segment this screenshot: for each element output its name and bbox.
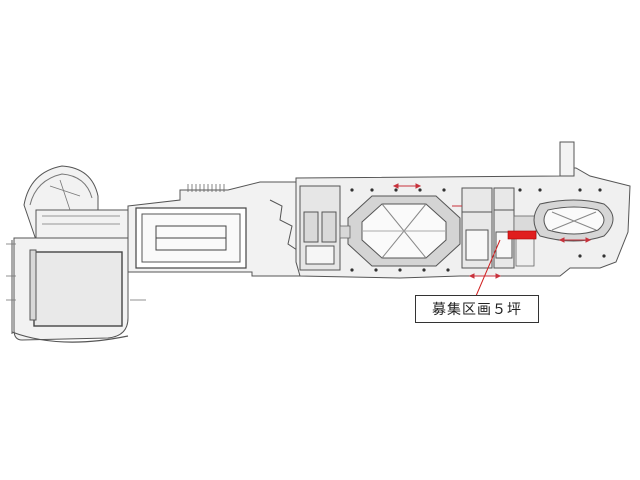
left-wing-details [6,179,146,301]
columns [350,188,606,272]
rental-area-callout: 募集区画５坪 [415,295,539,323]
east-core [461,187,515,269]
left-wing [11,165,129,343]
corridor-east [513,215,537,267]
tower [559,141,575,177]
atrium [347,195,461,267]
callout-leader-line [475,239,501,297]
corridor-west [339,225,351,239]
west-core [299,185,341,271]
rental-area-highlight [507,230,537,240]
east-rotunda [533,199,614,242]
connector-block [127,181,301,277]
